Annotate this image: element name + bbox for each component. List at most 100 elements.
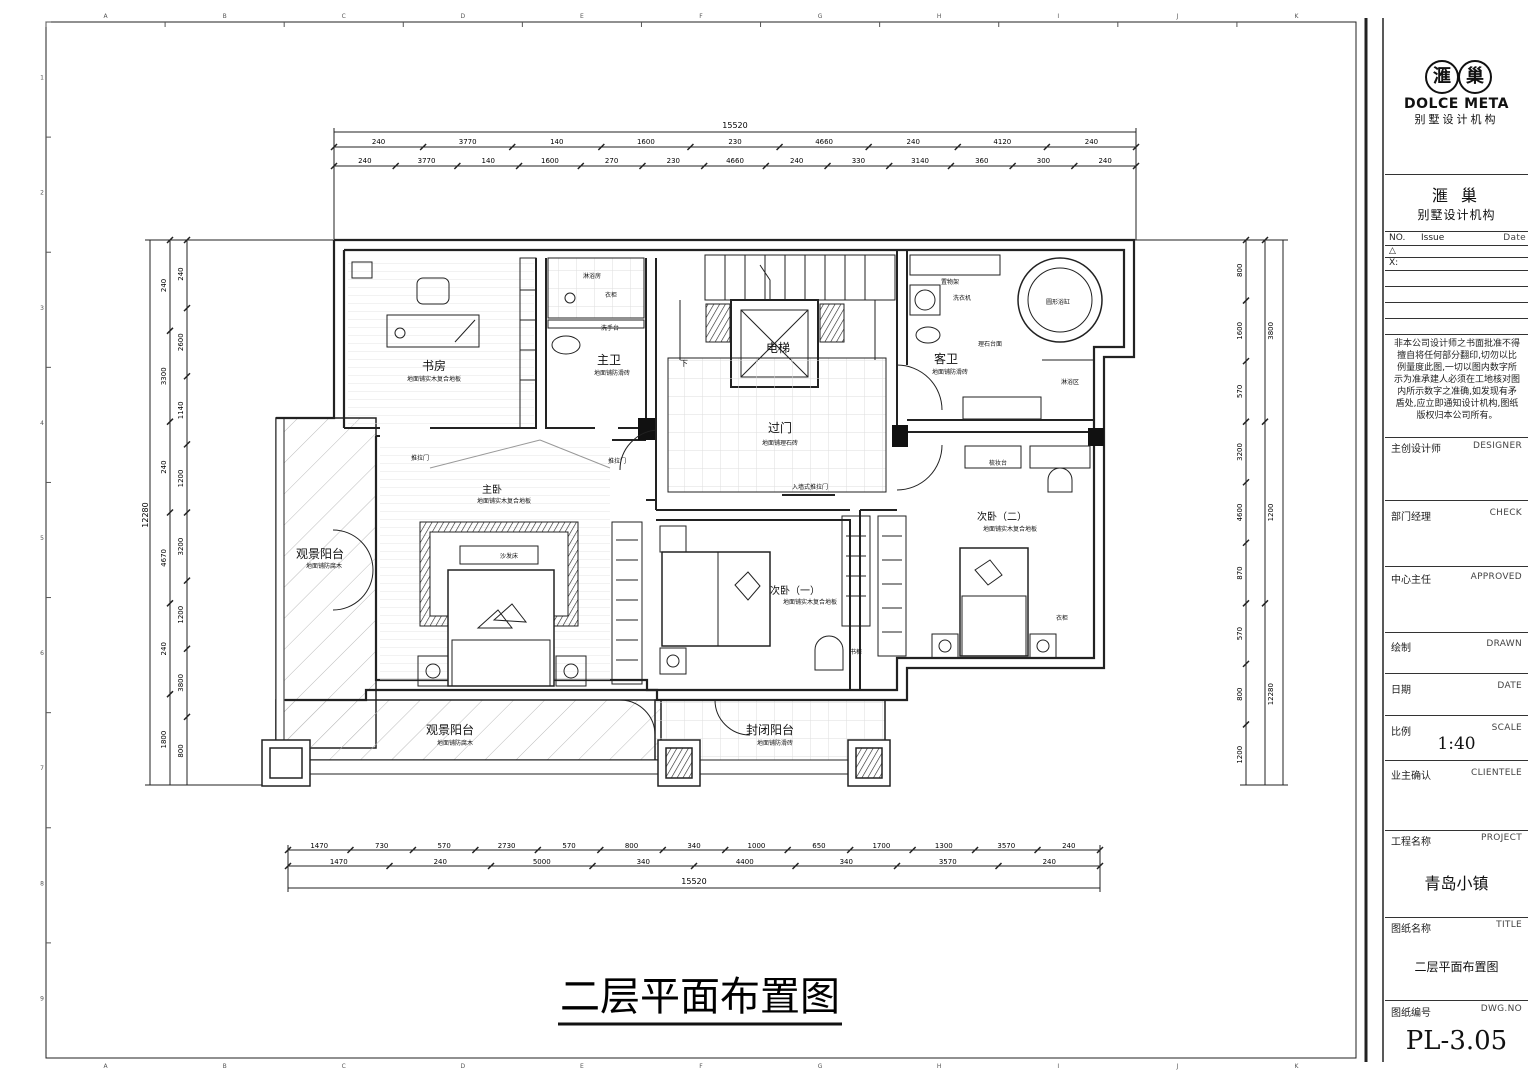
dim-tick	[1132, 162, 1140, 170]
grid-row-label: 6	[40, 650, 44, 657]
bed1-chair-icon	[814, 635, 844, 671]
dim-label: 240	[1043, 858, 1056, 866]
bed2-desk	[964, 445, 1022, 469]
round-bathtub	[1017, 257, 1103, 343]
client-label-en: CLIENTELE	[1471, 768, 1522, 778]
tb-divider	[1385, 174, 1528, 175]
dim-tick	[690, 862, 698, 870]
bed2-wardrobe-hangers	[882, 535, 902, 633]
tb-divider	[1385, 715, 1528, 716]
dim-tick	[166, 327, 174, 335]
label-entry-door: 入墙式推拉门	[792, 483, 828, 491]
dim-label: 1200	[1236, 746, 1244, 764]
dim-tick	[638, 162, 646, 170]
dim-label: 300	[1037, 157, 1050, 165]
study-bookcase	[519, 257, 537, 429]
dim-tick	[453, 162, 461, 170]
dim-label: 3570	[997, 842, 1015, 850]
sheet-frame	[45, 18, 1384, 1062]
dim-tick	[346, 846, 354, 854]
dim-tick	[885, 162, 893, 170]
round-bathtub-inner	[1027, 267, 1093, 333]
guest-bath-floor: 地面铺防滑砖	[932, 368, 968, 376]
grid-col-label: A	[103, 13, 108, 20]
balcony-left-floor: 地面铺防腐木	[306, 562, 342, 570]
guest-bath-shelf	[909, 254, 1001, 276]
dim-tick	[1132, 143, 1140, 151]
dim-tick	[508, 143, 516, 151]
label-marble: 理石台面	[978, 340, 1002, 348]
bed2-lamp-right-icon	[1036, 639, 1050, 653]
grid-col-label: C	[342, 13, 346, 20]
dim-tick	[1242, 539, 1250, 547]
tb-divider	[1385, 245, 1528, 246]
dim-tick	[1242, 236, 1250, 244]
label-sofa: 沙发床	[500, 552, 518, 560]
drawn-label: 绘制	[1391, 643, 1411, 654]
dim-label: 240	[160, 279, 168, 292]
dim-tick	[686, 143, 694, 151]
dim-tick	[284, 862, 292, 870]
grid-row-label: 2	[40, 190, 44, 197]
shower-area	[547, 257, 645, 319]
dim-label: 4120	[993, 138, 1011, 146]
dim-tick	[721, 846, 729, 854]
brand-cn: 别墅设计机构	[1414, 113, 1499, 126]
dim-label: 1600	[637, 138, 655, 146]
date-label-en: DATE	[1497, 681, 1522, 691]
master-bath-floor: 地面铺防滑砖	[594, 369, 630, 377]
project-value: 青岛小镇	[1424, 874, 1489, 893]
grid-row-label: 7	[40, 765, 44, 772]
bed2-bed	[959, 547, 1029, 657]
dim-tick	[700, 162, 708, 170]
bed2-name: 次卧（二）	[977, 510, 1027, 523]
tb-divider	[1385, 673, 1528, 674]
rev-symbol: △	[1389, 246, 1396, 256]
dim-label: 230	[728, 138, 741, 146]
dim-tick	[183, 236, 191, 244]
tb-divider	[1385, 437, 1528, 438]
dim-tick	[166, 236, 174, 244]
bed2-desk-2	[1029, 445, 1091, 469]
bed2-lamp-left-icon	[938, 639, 952, 653]
tb-divider	[1385, 760, 1528, 761]
dim-label: 4400	[736, 858, 754, 866]
dim-tick	[865, 143, 873, 151]
dim-tick	[330, 143, 338, 151]
dim-tick	[1261, 418, 1269, 426]
dwg-label-en: DWG.NO	[1480, 1004, 1522, 1014]
dim-label: 240	[177, 267, 185, 280]
dim-label: 1600	[541, 157, 559, 165]
grid-row-label: 1	[40, 75, 44, 82]
dim-label: 240	[372, 138, 385, 146]
label-toilet-shelf: 置物架	[941, 278, 959, 286]
approved-label-en: APPROVED	[1470, 572, 1522, 582]
dim-label: 240	[1085, 138, 1098, 146]
master-bed-name: 主卧	[482, 483, 502, 496]
hall-floor	[667, 357, 887, 493]
label-shower: 淋浴房	[583, 272, 601, 280]
grid-col-label: D	[461, 13, 466, 20]
dim-tick	[183, 577, 191, 585]
label-push-door-2: 推拉门	[608, 457, 626, 465]
master-wardrobe-hangers	[616, 539, 638, 661]
dim-label: 3200	[177, 538, 185, 556]
hall-door-swing-left	[619, 429, 658, 471]
rev-issue: Issue	[1421, 233, 1445, 243]
dim-tick	[1261, 599, 1269, 607]
dim-label: 240	[434, 858, 447, 866]
master-lamp-left-icon	[425, 663, 441, 679]
grid-col-label: H	[937, 1063, 942, 1070]
grid-row-label: 9	[40, 995, 44, 1002]
designer-label: 主创设计师	[1391, 444, 1441, 455]
dim-label: 3200	[1236, 443, 1244, 461]
dim-label: 1600	[1236, 322, 1244, 340]
dim-label: 12280	[1267, 683, 1275, 705]
dim-label: 240	[1062, 842, 1075, 850]
dim-label: 140	[482, 157, 495, 165]
elevator-wall-right	[819, 303, 845, 343]
dim-label: 240	[160, 642, 168, 655]
